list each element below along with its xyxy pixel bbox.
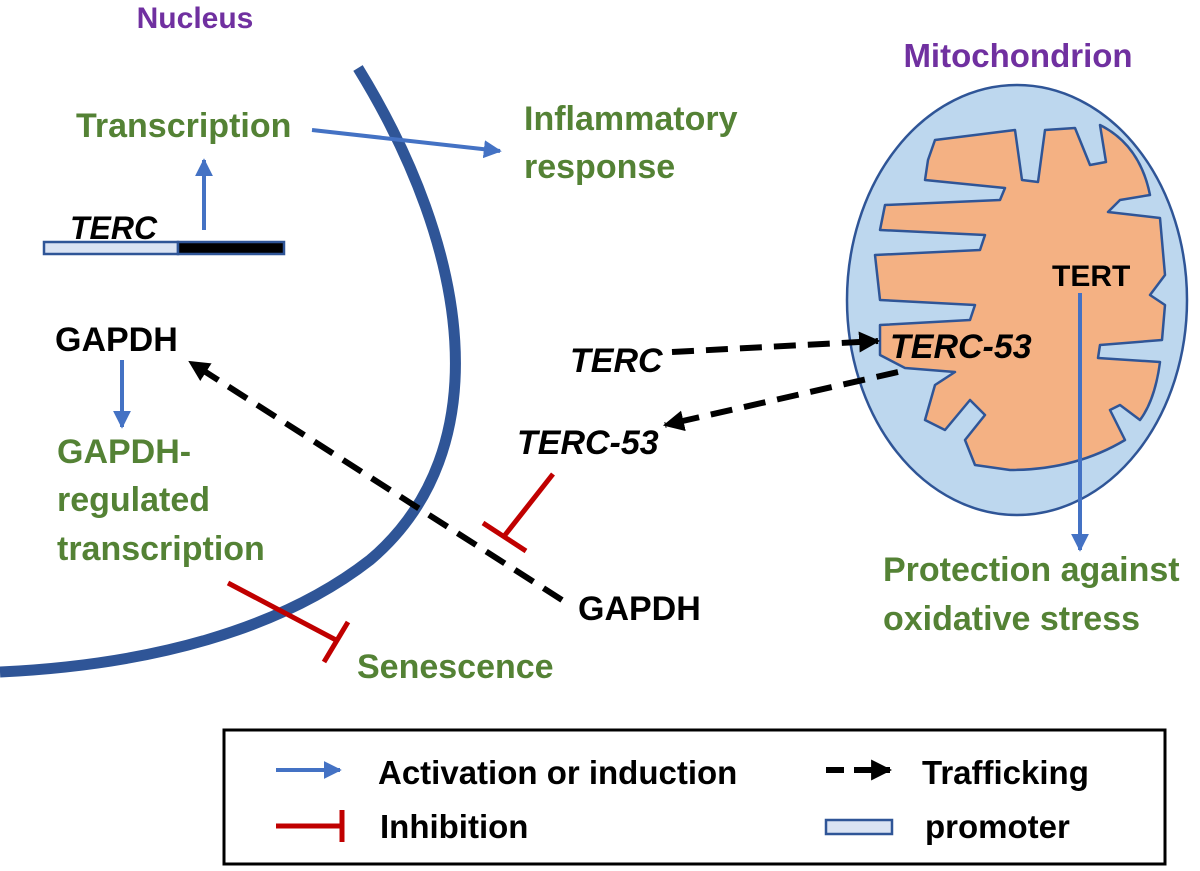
nuclear-envelope [0,65,461,678]
senescence-label: Senescence [357,648,554,686]
cytoplasm-terc-label: TERC [570,342,663,380]
terc-gene-body [176,240,286,256]
inhibition-terc53-gapdh-bar [481,520,528,554]
tert-label: TERT [1052,260,1130,293]
inhibition-transcription-senescence-bar [321,620,351,664]
protection-label-line2: oxidative stress [883,600,1140,638]
inhibition-transcription-senescence [226,580,338,643]
inflammatory-response-label-line1: Inflammatory [524,100,738,138]
protection-label-line1: Protection against [883,551,1180,589]
legend-box [222,728,1167,866]
nuclear-gapdh-label: GAPDH [55,321,178,359]
mitochondrion [845,83,1189,517]
arrow-terc-to-mitochondrion [671,331,881,355]
gapdh-regulated-transcription-line3: transcription [57,530,265,568]
mito-terc53-label: TERC-53 [890,328,1032,366]
transcription-label: Transcription [76,107,291,145]
inhibition-terc53-gapdh [503,472,555,537]
arrow-transcription-to-inflammatory [311,128,502,159]
cytoplasm-terc53-label: TERC-53 [517,424,659,462]
legend-activation-label: Activation or induction [378,754,737,791]
arrow-gapdh-into-nucleus [188,359,564,603]
terc-gene-label: TERC [70,210,158,246]
arrow-terc53-out-of-mitochondrion [662,369,899,432]
legend: Activation or induction Inhibition Traff… [222,728,1167,866]
legend-promoter-swatch [824,818,894,836]
legend-inhibition-label: Inhibition [380,808,528,845]
legend-promoter-label: promoter [925,808,1070,845]
nucleus-label: Nucleus [137,2,254,35]
inflammatory-response-label-line2: response [524,148,675,186]
gapdh-regulated-transcription-line1: GAPDH- [57,433,191,471]
cytoplasm-gapdh-label: GAPDH [578,590,701,628]
legend-trafficking-label: Trafficking [922,754,1089,791]
mitochondrion-label: Mitochondrion [903,37,1132,74]
gapdh-regulated-transcription-line2: regulated [57,481,210,519]
